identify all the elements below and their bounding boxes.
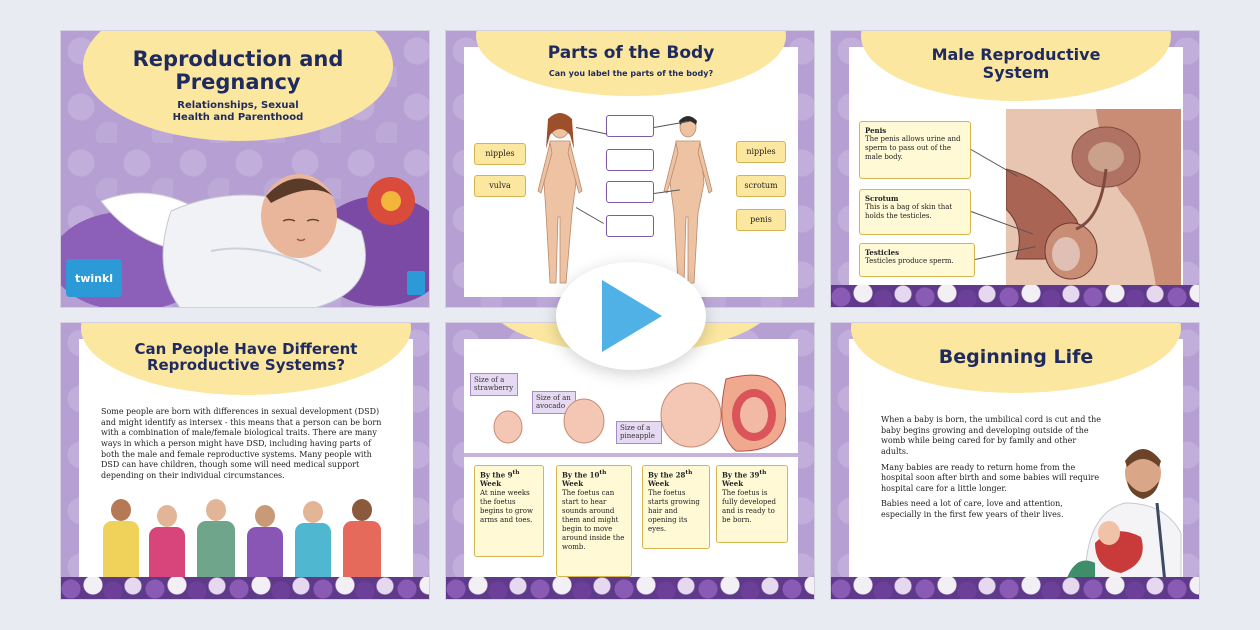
week-desc: The foetus starts growing hair and openi… [648, 488, 700, 534]
slide-title-subtitle: Relationships, Sexual Health and Parenth… [172, 100, 304, 124]
label-right-2[interactable]: scrotum [736, 175, 786, 197]
slide-beginning-heading: Beginning Life [938, 345, 1094, 368]
slide-different-body: Some people are born with differences in… [101, 407, 382, 480]
foetus-illustrations [493, 374, 786, 452]
label-right-3[interactable]: penis [736, 209, 786, 231]
week-desc: The foetus can start to hear sounds arou… [562, 488, 625, 552]
timeline-bar [464, 453, 798, 457]
slide-title-heading: Reproduction and Pregnancy [132, 46, 344, 94]
sleeping-baby-illustration [61, 174, 429, 307]
info-desc: Testicles produce sperm. [865, 257, 954, 265]
week-desc: At nine weeks the foetus begins to grow … [480, 488, 533, 525]
title-banner: Reproduction and Pregnancy Relationships… [83, 31, 393, 141]
week-desc: The foetus is fully developed and is rea… [722, 488, 777, 525]
slide-parts-of-body[interactable]: Parts of the Body Can you label the part… [445, 30, 815, 308]
label-right-1[interactable]: nipples [736, 141, 786, 163]
info-box-penis: Penis The penis allows urine and sperm t… [859, 121, 971, 179]
slide-parts-subtitle: Can you label the parts of the body? [548, 68, 714, 78]
slide-parts-heading: Parts of the Body [547, 42, 715, 63]
flower-border [831, 577, 1199, 599]
slide-male-heading: Male Reproductive System [931, 44, 1101, 82]
flower-border [831, 285, 1199, 307]
twinkl-logo-text: twinkl [74, 271, 114, 285]
father-baby-illustration [1065, 449, 1182, 583]
anatomy-illustration [1006, 109, 1181, 287]
play-icon [602, 280, 662, 352]
play-button[interactable] [556, 262, 706, 370]
slide-male-reproductive[interactable]: Male Reproductive System Penis The penis… [830, 30, 1200, 308]
slide-different-systems[interactable]: Can People Have Different Reproductive S… [60, 322, 430, 600]
info-box-scrotum: Scrotum This is a bag of skin that holds… [859, 189, 971, 235]
blank-label-box[interactable] [606, 181, 654, 203]
label-left-2[interactable]: vulva [474, 175, 526, 197]
info-desc: The penis allows urine and sperm to pass… [865, 135, 961, 162]
flower-border [446, 577, 814, 599]
label-left-1[interactable]: nipples [474, 143, 526, 165]
size-tag-avocado: Size of an avocado [532, 391, 576, 414]
size-tag-strawberry: Size of a strawberry [470, 373, 518, 396]
info-desc: This is a bag of skin that holds the tes… [865, 203, 953, 221]
slide-beginning-life[interactable]: Beginning Life When a baby is born, the … [830, 322, 1200, 600]
body-figures-illustration [537, 113, 713, 284]
beginning-paragraph: Many babies are ready to return home fro… [881, 462, 1100, 493]
blank-label-box[interactable] [606, 115, 654, 137]
beginning-paragraph: When a baby is born, the umbilical cord … [881, 415, 1101, 456]
info-title: Penis [865, 126, 887, 135]
slide-foetus-timeline[interactable]: Size of a strawberry Size of an avocado … [445, 322, 815, 600]
slide-title[interactable]: Reproduction and Pregnancy Relationships… [60, 30, 430, 308]
twinkl-logo: twinkl [66, 259, 122, 297]
beginning-text: When a baby is born, the umbilical cord … [881, 415, 1101, 521]
info-title: Testicles [865, 248, 900, 257]
blank-label-box[interactable] [606, 215, 654, 237]
info-box-testicles: Testicles Testicles produce sperm. [859, 243, 975, 277]
beginning-paragraph: Babies need a lot of care, love and atte… [881, 499, 1064, 519]
slide-different-heading: Can People Have Different Reproductive S… [134, 339, 358, 374]
flower-border [61, 577, 429, 599]
info-title: Scrotum [865, 194, 899, 203]
small-badge-icon [407, 271, 425, 295]
size-tag-pineapple: Size of a pineapple [616, 421, 662, 444]
blank-label-box[interactable] [606, 149, 654, 171]
